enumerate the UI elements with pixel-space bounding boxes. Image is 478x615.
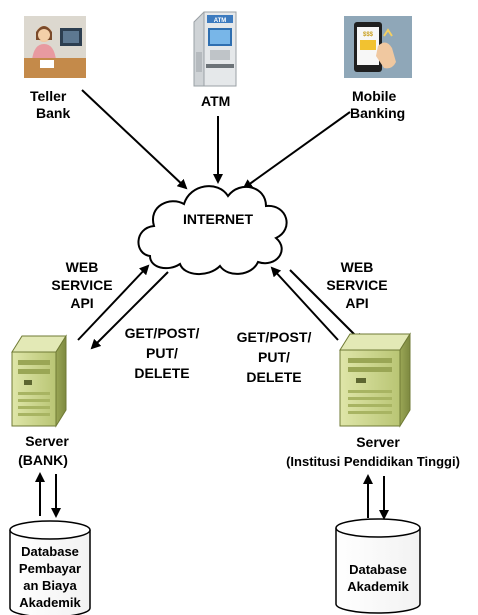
- edge-internet-serverpt: [289, 269, 364, 344]
- server-bank-label-line2: (BANK): [18, 452, 68, 468]
- db-pt-line1: Database: [349, 562, 407, 577]
- mobile-phone-icon: $$$: [344, 16, 412, 78]
- database-bank-icon: [9, 520, 91, 615]
- right-methods-line1: GET/POST/: [237, 329, 312, 345]
- atm-icon: ATM: [193, 11, 237, 87]
- server-bank-icon: [11, 334, 67, 428]
- right-api-line3: API: [345, 295, 368, 311]
- teller-label-line1: Teller: [30, 88, 67, 104]
- left-api-line1: WEB: [66, 259, 99, 275]
- internet-label: INTERNET: [183, 211, 253, 227]
- atm-label: ATM: [201, 93, 230, 109]
- server-pt-label-line1: Server: [356, 434, 400, 450]
- mobile-label-line2: Banking: [350, 105, 405, 121]
- right-api-line1: WEB: [341, 259, 374, 275]
- edge-serverpt-internet: [270, 266, 339, 341]
- edge-teller-internet: [81, 89, 188, 190]
- edge-serverbank-internet: [77, 264, 150, 341]
- right-methods-line2: PUT/: [258, 349, 290, 365]
- left-methods-line2: PUT/: [146, 345, 178, 361]
- left-api-line2: SERVICE: [51, 277, 112, 293]
- db-bank-line2: Pembayar: [19, 561, 81, 576]
- server-pt-label-line2: (Institusi Pendidikan Tinggi): [286, 454, 460, 469]
- server-pt-icon: [339, 332, 411, 428]
- right-api-line2: SERVICE: [326, 277, 387, 293]
- db-bank-line3: an Biaya: [23, 578, 77, 593]
- teller-icon: [24, 16, 86, 78]
- edge-internet-serverbank: [90, 271, 169, 350]
- left-methods-line1: GET/POST/: [125, 325, 200, 341]
- mobile-screen-text: $$$: [363, 32, 374, 38]
- edge-mobile-internet: [242, 111, 351, 190]
- cloud-icon: [137, 185, 288, 275]
- right-methods-line3: DELETE: [246, 369, 301, 385]
- left-api-line3: API: [70, 295, 93, 311]
- server-bank-label-line1: Server: [25, 433, 69, 449]
- atm-screen-text: ATM: [214, 18, 227, 24]
- database-pt-icon: [335, 518, 421, 614]
- mobile-label-line1: Mobile: [352, 88, 397, 104]
- db-bank-line4: Akademik: [19, 595, 81, 610]
- teller-label-line2: Bank: [36, 105, 70, 121]
- left-methods-line3: DELETE: [134, 365, 189, 381]
- db-pt-line2: Akademik: [347, 579, 409, 594]
- db-bank-line1: Database: [21, 544, 79, 559]
